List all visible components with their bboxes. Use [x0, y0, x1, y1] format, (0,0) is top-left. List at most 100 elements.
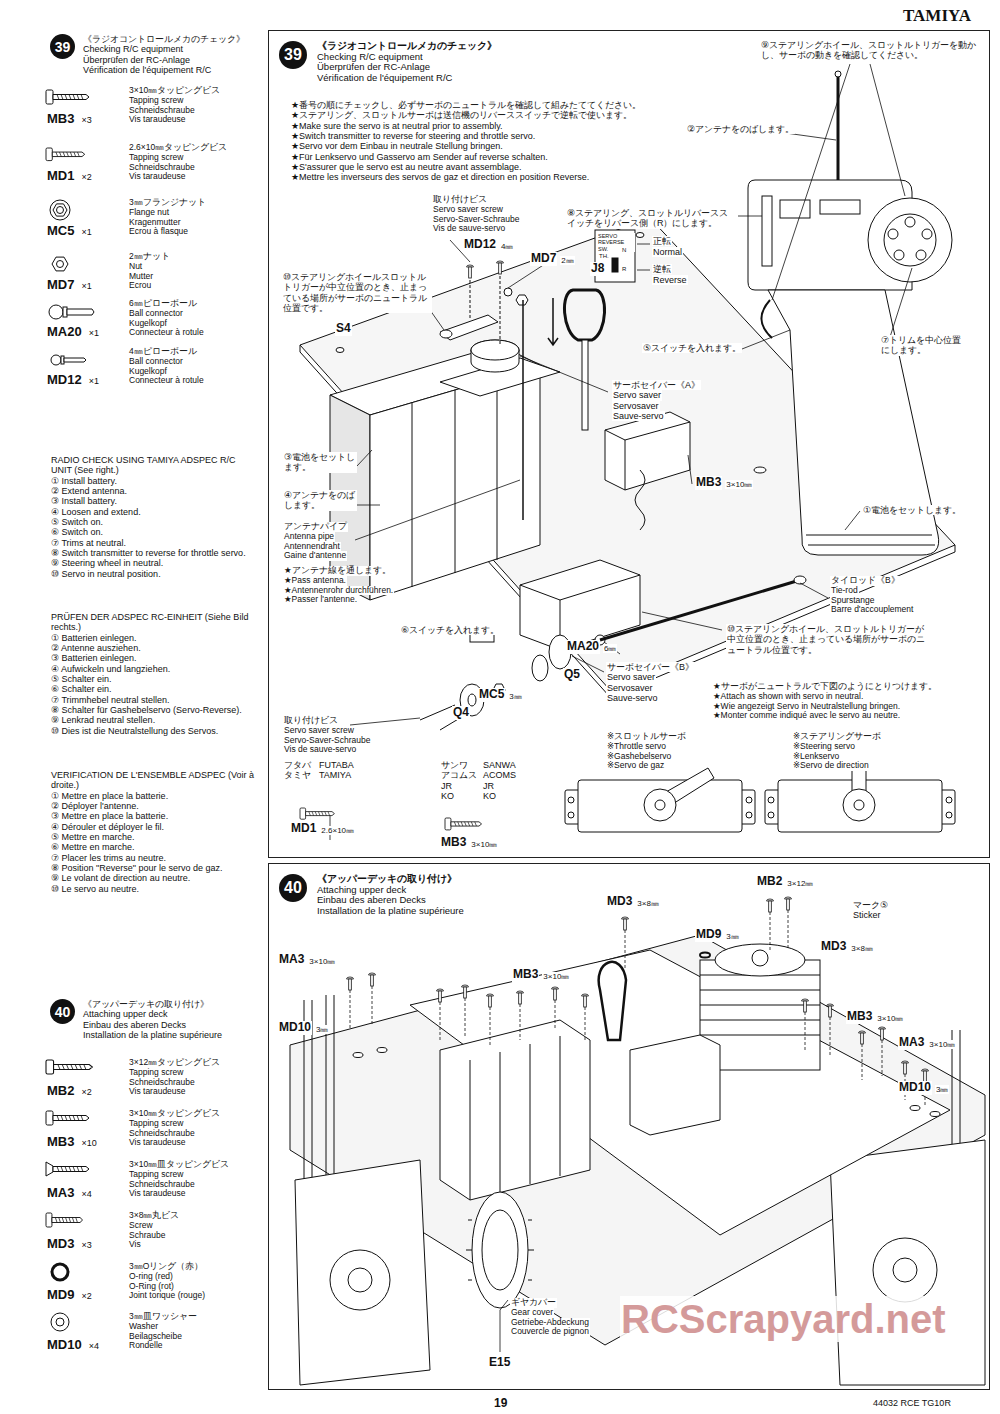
upper-deck-illustration — [827, 1004, 834, 1017]
instruction-text: ⑨ Le volant de direction au neutre. — [50, 873, 257, 883]
part-name: Ecrou à flasque — [128, 227, 189, 237]
note-text: ★番号の順にチェックし、必ずサーボのニュートラルを確認して組みたててください。 — [290, 100, 642, 110]
note-text: ★Mettre les inverseurs des servos de gaz… — [290, 172, 590, 182]
chassis-illustration — [520, 560, 640, 650]
table-cell: サンワ — [440, 760, 469, 770]
callout-text: Servo-Saver-Schraube — [283, 736, 371, 746]
part-code: MD7 — [530, 252, 557, 266]
table-cell: KO — [440, 791, 455, 801]
servo-diagram — [768, 812, 774, 818]
servo-diagram — [578, 780, 742, 832]
part-name: O-ring (red) — [128, 1272, 174, 1282]
part-code: MB3 — [695, 476, 722, 490]
transmitter-illustration — [595, 64, 952, 555]
instruction-text: ④ Loosen and extend. — [50, 507, 257, 517]
transmitter-illustration — [868, 198, 952, 282]
upper-deck-illustration — [369, 973, 376, 986]
instruction-text: ⑧ Position "Reverse" pour le servo de ga… — [50, 863, 257, 873]
servo-diagram — [854, 800, 864, 810]
upper-deck-illustration — [785, 897, 792, 910]
part-code: MA20 — [566, 640, 600, 654]
callout-text: 取り付けビス — [432, 195, 488, 205]
quantity: ×4 — [80, 1189, 92, 1199]
callout-text: Servosaver — [612, 401, 660, 411]
upper-deck-illustration — [873, 1238, 937, 1302]
servo-diagram — [946, 797, 952, 803]
upper-deck-illustration — [902, 1061, 909, 1074]
part-code: MC5 — [478, 688, 505, 702]
callout-text: ★Monter comme indiqué avec le servo au n… — [712, 711, 901, 721]
callout-text: ※Steering servo — [792, 742, 856, 752]
callout-text: ※ステアリングサーボ — [792, 732, 882, 742]
servo-diagram — [568, 812, 574, 818]
part-code: Q4 — [452, 706, 470, 720]
callout-text: Sticker — [852, 910, 882, 920]
part-icons — [63, 307, 67, 317]
table-cell: タミヤ — [283, 770, 312, 780]
upper-deck-illustration — [295, 1160, 430, 1385]
callout-text: TH. — [598, 253, 610, 260]
transmitter-illustration — [894, 250, 904, 260]
quantity: ×3 — [80, 115, 92, 125]
upper-deck-illustration — [752, 950, 768, 966]
upper-deck-illustration — [350, 910, 925, 1106]
upper-deck-illustration — [910, 1106, 920, 1111]
step-heading: Vérification de l'équipement R/C — [317, 73, 497, 84]
chassis-illustration — [522, 300, 524, 520]
upper-deck-illustration — [410, 950, 950, 1235]
part-name: Ball connector — [128, 357, 184, 367]
callout-text: Getriebe-Abdeckung — [510, 1318, 590, 1328]
part-name: 3×12㎜タッピングビス — [128, 1058, 221, 1068]
part-name: 3㎜Oリング（赤） — [128, 1262, 204, 1272]
callout-text: ★Pass antenna. — [283, 576, 347, 586]
step-heading: 《アッパーデッキの取り付け》Attaching upper deckEinbau… — [317, 873, 464, 917]
part-name: Ball connector — [128, 309, 184, 319]
upper-deck-illustration — [715, 944, 805, 976]
size-text: 3×10㎜ — [542, 972, 570, 981]
callout-text: ※Servo de direction — [792, 761, 870, 771]
callout-text: サーボセイバー《B》 — [606, 662, 695, 672]
upper-deck-illustration — [462, 985, 469, 998]
callout-text: ※Throttle servo — [606, 742, 667, 752]
part-code: MB3 — [846, 1010, 873, 1024]
step-number-text: 40 — [55, 1005, 71, 1019]
step-number-text: 40 — [284, 879, 302, 896]
upper-deck-illustration — [466, 1220, 534, 1280]
part-code: MD3 — [606, 895, 633, 909]
part-icons — [49, 305, 63, 319]
step-heading: Attaching upper deck — [82, 1009, 169, 1019]
servo-diagram — [746, 812, 752, 818]
part-code: Q5 — [563, 668, 581, 682]
callout-text: Tie-rod — [830, 586, 859, 596]
part-name: Schraube — [128, 1231, 166, 1241]
servo-diagram — [644, 789, 676, 821]
chassis-illustration — [516, 295, 528, 305]
part-code: MB2 — [756, 875, 783, 889]
callout-text: ※Lenkservo — [792, 752, 840, 762]
part-name: 3×10㎜皿タッピングビス — [128, 1160, 230, 1170]
part-code: MA20 — [46, 325, 83, 340]
callout-text: ②アンテナをのばします。 — [686, 124, 795, 134]
part-name: 6㎜ピローボール — [128, 299, 198, 309]
part-name: Schneidschraube — [128, 1078, 196, 1088]
upper-deck-illustration — [353, 1053, 363, 1058]
part-code: MD3 — [820, 940, 847, 954]
table-cell: KO — [482, 791, 497, 801]
callout-text: 正転 — [652, 236, 672, 246]
callout-text: マーク⑤ — [852, 900, 889, 910]
instruction-text: ⑨ Steering wheel in neutral. — [50, 558, 257, 568]
callout-text: Gear cover — [510, 1308, 554, 1318]
part-name: Vis — [128, 1240, 142, 1250]
upper-deck-illustration — [377, 1048, 387, 1053]
upper-deck-illustration — [630, 1035, 720, 1135]
instruction-text: ④ Dérouler et déployer le fil. — [50, 822, 257, 832]
instruction-text: ② Antenne ausziehen. — [50, 643, 257, 653]
part-name: 3㎜皿ワッシャー — [128, 1312, 198, 1322]
size-text: 3×12㎜ — [786, 879, 814, 888]
step-number-text: 40 — [284, 880, 302, 896]
chassis-illustration — [440, 315, 498, 340]
chassis-illustration — [467, 265, 474, 278]
upper-deck-illustration — [290, 897, 985, 1385]
quantity: ×1 — [80, 227, 92, 237]
part-code: S4 — [335, 322, 352, 336]
